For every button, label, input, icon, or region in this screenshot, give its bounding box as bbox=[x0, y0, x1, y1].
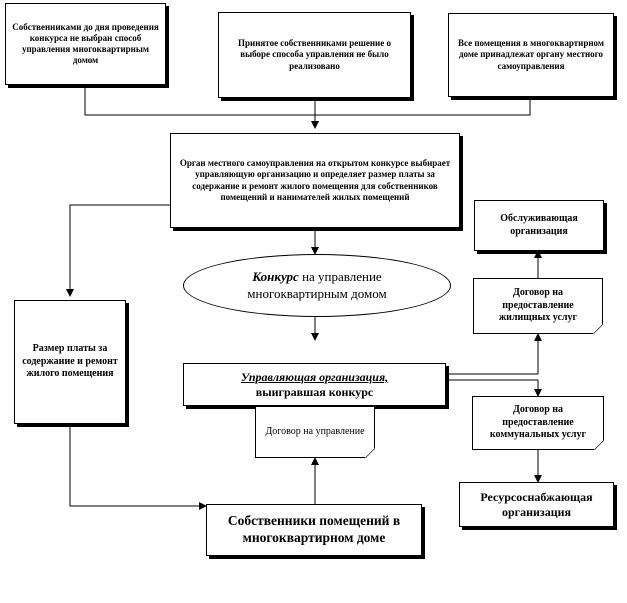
connector-municipal bbox=[315, 97, 531, 116]
payment-size-box: Размер платы за содержание и ремонт жило… bbox=[14, 300, 126, 424]
managing-org-subtitle: выигравшая конкурс bbox=[255, 384, 374, 399]
owners-no-choice-text: Собственниками до дня проведения конкурс… bbox=[12, 21, 159, 66]
owners-box: Собственники помещений в многоквартирном… bbox=[206, 504, 422, 556]
municipal-ownership-text: Все помещения в многоквартирном доме при… bbox=[457, 38, 605, 71]
local-authority-box: Орган местного самоуправления на открыто… bbox=[170, 133, 460, 228]
decision-not-realized-text: Принятое собственниками решение о выборе… bbox=[238, 38, 391, 71]
service-org-box: Обслуживающая организация bbox=[474, 200, 604, 251]
housing-contract-doc: Договор на предоставление жилищных услуг bbox=[473, 278, 603, 334]
resource-org-text: Ресурсоснабжающая организация bbox=[480, 489, 593, 519]
contest-ellipse: Конкурс на управление многоквартирным до… bbox=[183, 254, 451, 317]
managing-org-title: Управляющая организация, bbox=[240, 369, 389, 384]
payment-size-text: Размер платы за содержание и ремонт жило… bbox=[22, 343, 118, 380]
connector-authority-to-payment bbox=[66, 204, 170, 297]
management-contract-text: Договор на управление bbox=[265, 425, 365, 437]
owners-no-choice-box: Собственниками до дня проведения конкурс… bbox=[5, 3, 166, 85]
connector-payment-to-owners bbox=[69, 424, 207, 510]
contest-rest: на управление многоквартирным домом bbox=[247, 268, 387, 301]
local-authority-text: Орган местного самоуправления на открыто… bbox=[179, 158, 451, 202]
utility-contract-doc: Договор на предоставление коммунальных у… bbox=[472, 396, 604, 450]
decision-not-realized-box: Принятое собственниками решение о выборе… bbox=[218, 12, 411, 98]
service-org-text: Обслуживающая организация bbox=[500, 213, 578, 237]
owners-text: Собственники помещений в многоквартирном… bbox=[227, 513, 401, 545]
housing-contract-text: Договор на предоставление жилищных услуг bbox=[498, 287, 578, 324]
contest-label: Конкурс на управление многоквартирным до… bbox=[204, 269, 430, 303]
municipal-ownership-box: Все помещения в многоквартирном доме при… bbox=[448, 13, 614, 97]
management-contract-doc: Договор на управление bbox=[255, 406, 375, 458]
resource-org-box: Ресурсоснабжающая организация bbox=[459, 482, 614, 527]
managing-org-box: Управляющая организация, выигравшая конк… bbox=[183, 363, 446, 406]
utility-contract-text: Договор на предоставление коммунальных у… bbox=[489, 404, 587, 441]
connector-owners-no-choice bbox=[84, 85, 315, 116]
contest-word: Конкурс bbox=[252, 268, 299, 284]
